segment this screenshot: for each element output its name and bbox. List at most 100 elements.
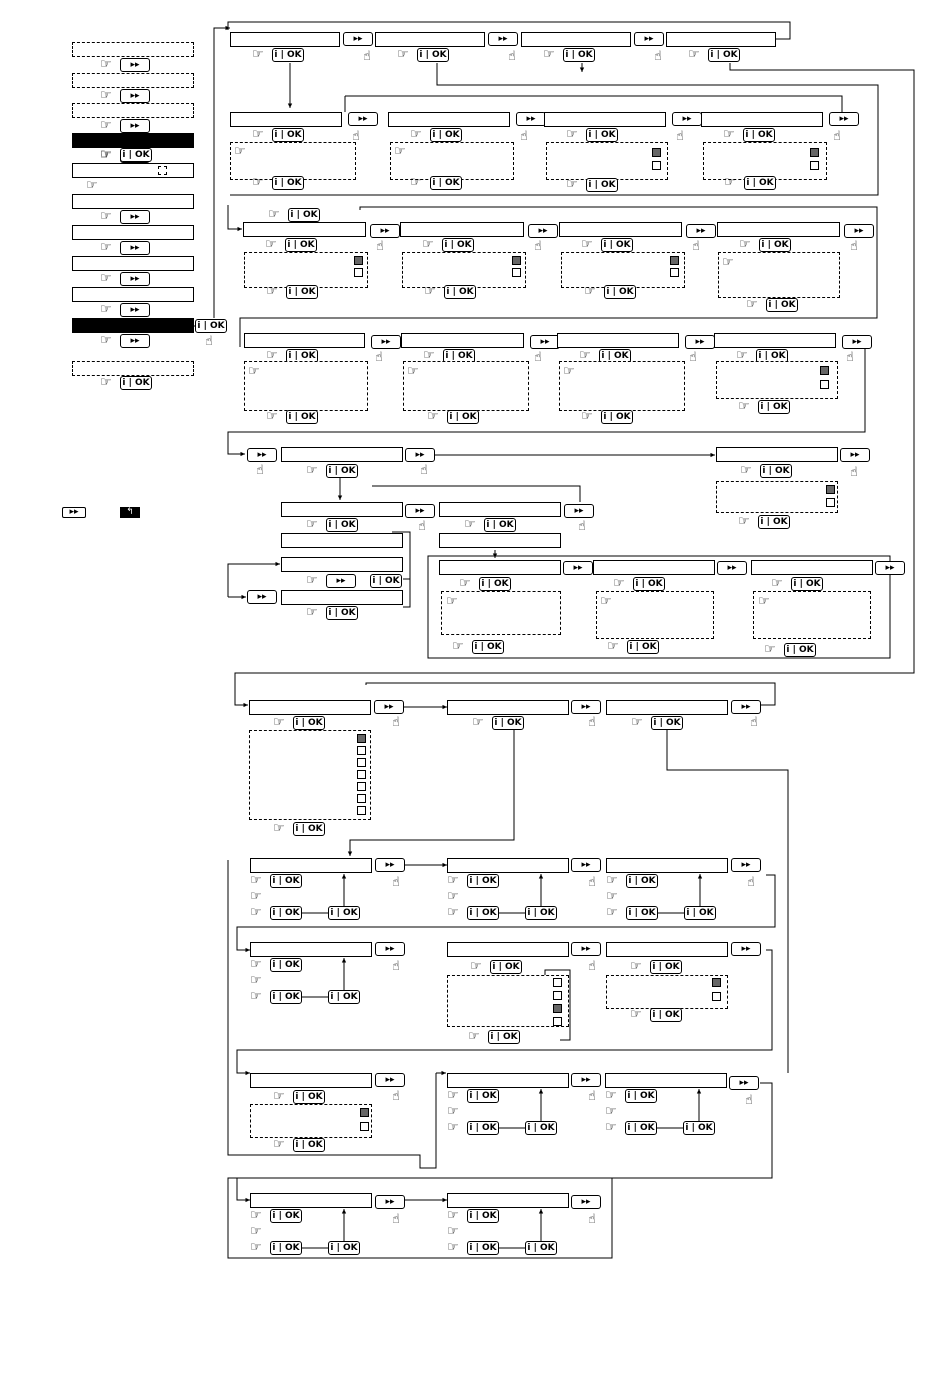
ok-button[interactable]: i | OK — [708, 48, 740, 62]
next-button[interactable]: ▸▸ — [840, 448, 870, 462]
checkbox-option[interactable] — [354, 268, 363, 277]
ok-button[interactable]: i | OK — [490, 960, 522, 974]
ok-button[interactable]: i | OK — [293, 822, 325, 836]
next-button[interactable]: ▸▸ — [686, 224, 716, 238]
next-button[interactable]: ▸▸ — [528, 224, 558, 238]
checkbox-option[interactable] — [553, 1017, 562, 1026]
ok-button[interactable]: i | OK — [286, 285, 318, 299]
ok-button[interactable]: i | OK — [758, 400, 790, 414]
ok-button[interactable]: i | OK — [525, 1121, 557, 1135]
ok-button[interactable]: i | OK — [586, 128, 618, 142]
ok-button[interactable]: i | OK — [467, 1121, 499, 1135]
ok-button[interactable]: i | OK — [326, 518, 358, 532]
ok-button[interactable]: i | OK — [650, 1008, 682, 1022]
next-button[interactable]: ▸▸ — [375, 942, 405, 956]
ok-button[interactable]: i | OK — [683, 1121, 715, 1135]
next-button[interactable]: ▸▸ — [731, 700, 761, 714]
checkbox-option[interactable] — [820, 380, 829, 389]
checkbox-option[interactable] — [357, 782, 366, 791]
ok-button[interactable]: i | OK — [472, 640, 504, 654]
checkbox-option[interactable] — [357, 746, 366, 755]
next-button[interactable]: ▸▸ — [120, 334, 150, 348]
ok-button[interactable]: i | OK — [326, 464, 358, 478]
ok-button[interactable]: i | OK — [633, 577, 665, 591]
ok-button[interactable]: i | OK — [525, 1241, 557, 1255]
next-button[interactable]: ▸▸ — [685, 335, 715, 349]
next-button[interactable]: ▸▸ — [120, 303, 150, 317]
next-button[interactable]: ▸▸ — [488, 32, 518, 46]
checkbox-option[interactable] — [810, 161, 819, 170]
next-button[interactable]: ▸▸ — [247, 448, 277, 462]
ok-button[interactable]: i | OK — [525, 906, 557, 920]
next-button[interactable]: ▸▸ — [717, 561, 747, 575]
checkbox-option[interactable] — [712, 992, 721, 1001]
next-button[interactable]: ▸▸ — [563, 561, 593, 575]
ok-button[interactable]: i | OK — [270, 990, 302, 1004]
checkbox-option[interactable] — [553, 991, 562, 1000]
ok-button[interactable]: i | OK — [467, 1241, 499, 1255]
ok-button[interactable]: i | OK — [766, 298, 798, 312]
ok-button[interactable]: i | OK — [288, 208, 320, 222]
checkbox-option[interactable] — [553, 978, 562, 987]
next-button[interactable]: ▸▸ — [120, 210, 150, 224]
ok-button[interactable]: i | OK — [326, 606, 358, 620]
ok-button[interactable]: i | OK — [270, 958, 302, 972]
next-button[interactable]: ▸▸ — [844, 224, 874, 238]
ok-button[interactable]: i | OK — [328, 1241, 360, 1255]
next-button[interactable]: ▸▸ — [842, 335, 872, 349]
ok-button[interactable]: i | OK — [625, 1089, 657, 1103]
next-button[interactable]: ▸▸ — [120, 119, 150, 133]
ok-button[interactable]: i | OK — [120, 148, 152, 162]
next-button[interactable]: ▸▸ — [120, 241, 150, 255]
ok-button[interactable]: i | OK — [601, 238, 633, 252]
ok-button[interactable]: i | OK — [484, 518, 516, 532]
checkbox-option[interactable] — [357, 806, 366, 815]
next-button[interactable]: ▸▸ — [564, 504, 594, 518]
ok-button[interactable]: i | OK — [684, 906, 716, 920]
ok-button[interactable]: i | OK — [442, 238, 474, 252]
checkbox-option[interactable] — [360, 1122, 369, 1131]
ok-button[interactable]: i | OK — [293, 1138, 325, 1152]
checkbox-selected[interactable] — [670, 256, 679, 265]
ok-button[interactable]: i | OK — [293, 716, 325, 730]
next-button[interactable]: ▸▸ — [348, 112, 378, 126]
next-button[interactable]: ▸▸ — [571, 1195, 601, 1209]
ok-button[interactable]: i | OK — [120, 376, 152, 390]
checkbox-option[interactable] — [652, 161, 661, 170]
checkbox-option[interactable] — [670, 268, 679, 277]
next-button[interactable]: ▸▸ — [375, 858, 405, 872]
ok-button[interactable]: i | OK — [293, 1090, 325, 1104]
ok-button[interactable]: i | OK — [479, 577, 511, 591]
ok-button[interactable]: i | OK — [627, 640, 659, 654]
next-button[interactable]: ▸▸ — [370, 224, 400, 238]
checkbox-selected[interactable] — [712, 978, 721, 987]
ok-button[interactable]: i | OK — [417, 48, 449, 62]
next-button[interactable]: ▸▸ — [247, 590, 277, 604]
checkbox-option[interactable] — [357, 758, 366, 767]
ok-button[interactable]: i | OK — [286, 410, 318, 424]
ok-button[interactable]: i | OK — [626, 874, 658, 888]
checkbox-option[interactable] — [357, 770, 366, 779]
ok-button[interactable]: i | OK — [563, 48, 595, 62]
next-button[interactable]: ▸▸ — [571, 858, 601, 872]
next-button[interactable]: ▸▸ — [571, 942, 601, 956]
next-button[interactable]: ▸▸ — [729, 1076, 759, 1090]
next-button[interactable]: ▸▸ — [634, 32, 664, 46]
next-button[interactable]: ▸▸ — [571, 1073, 601, 1087]
next-button[interactable]: ▸▸ — [731, 858, 761, 872]
next-button[interactable]: ▸▸ — [571, 700, 601, 714]
ok-button[interactable]: i | OK — [467, 1209, 499, 1223]
checkbox-option[interactable] — [357, 794, 366, 803]
ok-button[interactable]: i | OK — [328, 990, 360, 1004]
ok-button[interactable]: i | OK — [586, 178, 618, 192]
ok-button[interactable]: i | OK — [447, 410, 479, 424]
checkbox-selected[interactable] — [826, 485, 835, 494]
next-button[interactable]: ▸▸ — [516, 112, 546, 126]
ok-button[interactable]: i | OK — [467, 1089, 499, 1103]
ok-button[interactable]: i | OK — [430, 176, 462, 190]
ok-button[interactable]: i | OK — [272, 176, 304, 190]
next-button[interactable]: ▸▸ — [875, 561, 905, 575]
next-button[interactable]: ▸▸ — [672, 112, 702, 126]
ok-button[interactable]: i | OK — [625, 1121, 657, 1135]
ok-button[interactable]: i | OK — [430, 128, 462, 142]
